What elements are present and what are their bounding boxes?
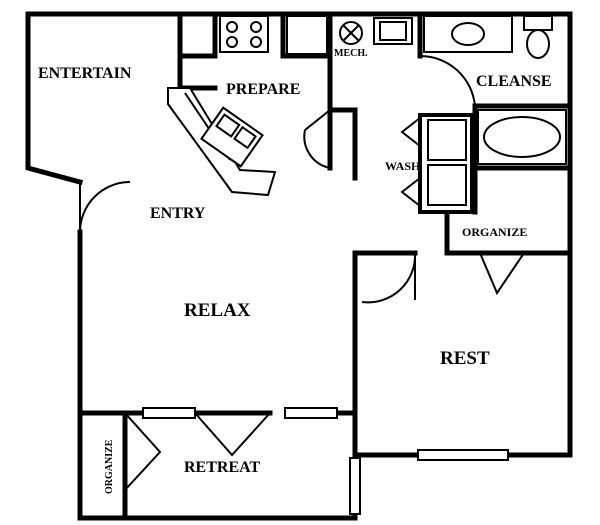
- interior-walls: [77, 11, 573, 521]
- windows: [142, 407, 509, 515]
- label-mech: MECH.: [334, 48, 368, 59]
- room-labels: ENTERTAIN PREPARE MECH. CLEANSE WASH ENT…: [38, 48, 552, 494]
- bathtub: [477, 109, 567, 165]
- label-cleanse: CLEANSE: [476, 73, 552, 90]
- label-prepare: PREPARE: [226, 81, 300, 98]
- label-organize-side: ORGANIZE: [104, 439, 115, 494]
- label-relax: RELAX: [184, 300, 251, 321]
- water-heater: [339, 17, 413, 45]
- kitchen-island: [167, 87, 277, 197]
- washer-dryer: [418, 113, 474, 214]
- label-entertain: ENTERTAIN: [38, 65, 132, 82]
- vanity-sink: [423, 15, 513, 53]
- label-organize-closet: ORGANIZE: [462, 225, 527, 239]
- label-retreat: RETREAT: [184, 459, 260, 476]
- label-wash: WASH: [385, 159, 421, 173]
- toilet: [523, 15, 553, 59]
- stove: [219, 15, 269, 53]
- refrigerator: [286, 15, 328, 55]
- label-rest: REST: [440, 348, 490, 369]
- label-entry: ENTRY: [150, 205, 206, 222]
- doors: [79, 54, 525, 491]
